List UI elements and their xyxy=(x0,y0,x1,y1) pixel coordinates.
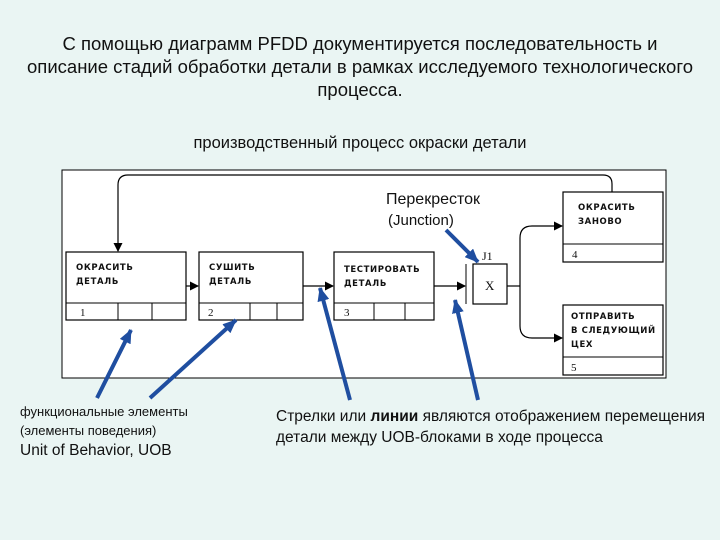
uob-2-label: СУШИТЬ xyxy=(209,263,255,273)
uob-5-label: ОТПРАВИТЬ xyxy=(571,312,635,322)
uob-4-number: 4 xyxy=(572,249,578,261)
uob-5-label: В СЛЕДУЮЩИЙ xyxy=(571,324,656,336)
link-junction-uob4 xyxy=(519,221,563,286)
pointer-arrow-junction-title xyxy=(444,228,480,264)
links-note: Стрелки или линии являются отображением … xyxy=(276,406,706,448)
uob-3-label: ТЕСТИРОВАТЬ xyxy=(344,265,420,275)
uob-note: функциональные элементы (элементы поведе… xyxy=(20,402,260,461)
junction-box[interactable]: X J1 xyxy=(465,249,508,305)
uob-3-box[interactable]: ТЕСТИРОВАТЬ ДЕТАЛЬ 3 xyxy=(333,251,435,321)
pointer-arrow-uob2 xyxy=(148,318,238,400)
uob-5-label: ЦЕХ xyxy=(571,340,593,350)
uob-1-label: ДЕТАЛЬ xyxy=(76,277,119,287)
uob-2-label: ДЕТАЛЬ xyxy=(209,277,252,287)
uob-4-label: ОКРАСИТЬ xyxy=(578,203,635,213)
links-note-bold: линии xyxy=(370,408,419,425)
uob-3-label: ДЕТАЛЬ xyxy=(344,279,387,289)
junction-type-symbol: X xyxy=(485,278,495,293)
diagram-subtitle: производственный процесс окраски детали xyxy=(193,134,527,152)
pointer-arrow-link xyxy=(317,287,352,401)
uob-note-line: Unit of Behavior, UOB xyxy=(20,442,172,459)
uob-note-line: (элементы поведения) xyxy=(20,423,157,438)
uob-4-label: ЗАНОВО xyxy=(578,217,622,227)
uob-1-label: ОКРАСИТЬ xyxy=(76,263,133,273)
uob-note-line: функциональные элементы xyxy=(20,404,188,419)
uob-4-box[interactable]: ОКРАСИТЬ ЗАНОВО 4 xyxy=(562,191,664,263)
pointer-arrow-uob1 xyxy=(95,329,133,399)
junction-title: Перекресток xyxy=(386,191,481,208)
link-uob4-uob1-loop xyxy=(113,174,613,252)
links-note-text: являются отображением перемещения детали… xyxy=(276,408,706,446)
slide-title: С помощью диаграмм PFDD документируется … xyxy=(27,33,693,100)
uob-2-box[interactable]: СУШИТЬ ДЕТАЛЬ 2 xyxy=(198,251,304,321)
junction-subtitle: (Junction) xyxy=(388,212,454,229)
uob-5-number: 5 xyxy=(571,362,577,374)
pointer-arrow-junction-link xyxy=(452,299,480,401)
links-note-text: Стрелки или xyxy=(276,408,371,425)
uob-3-number: 3 xyxy=(344,307,350,319)
uob-2-number: 2 xyxy=(208,307,214,319)
uob-5-box[interactable]: ОТПРАВИТЬ В СЛЕДУЮЩИЙ ЦЕХ 5 xyxy=(562,304,664,376)
uob-1-number: 1 xyxy=(80,307,86,319)
link-junction-uob5 xyxy=(519,286,563,343)
uob-1-box[interactable]: ОКРАСИТЬ ДЕТАЛЬ 1 xyxy=(65,251,187,321)
junction-id: J1 xyxy=(482,249,493,263)
